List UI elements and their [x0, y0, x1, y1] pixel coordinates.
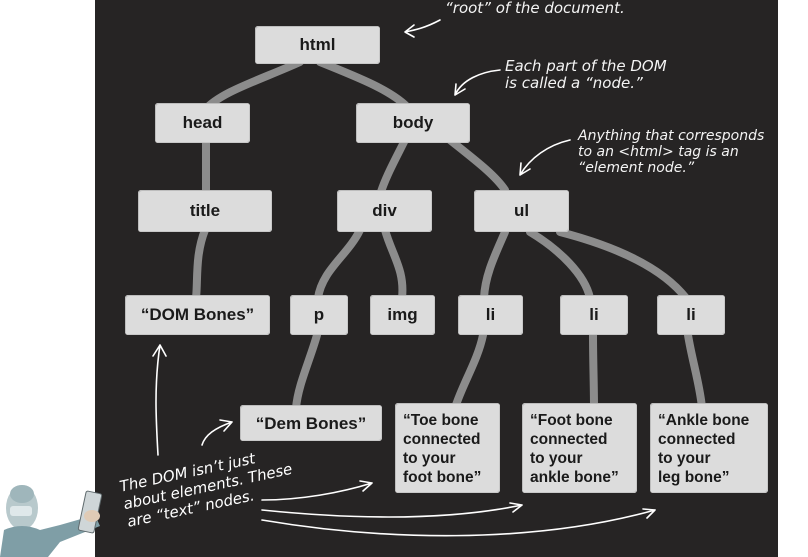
arrow-text-anklebone [261, 508, 656, 537]
node-html: html [255, 26, 380, 64]
edge-ul-li3 [556, 228, 690, 302]
node-ul: ul [474, 190, 569, 232]
node-dom-bones: “DOM Bones” [125, 295, 270, 335]
edge-p-dembones [292, 331, 321, 412]
node-body: body [356, 103, 470, 143]
edge-title-dombones [192, 226, 209, 302]
arrow-text-footbone [261, 502, 523, 518]
arrow-root-note [404, 19, 441, 38]
arrow-text-dembones [201, 419, 233, 446]
note-root: The <html> tag is the “root” of the docu… [445, 0, 625, 17]
node-title: title [138, 190, 272, 232]
arrow-element-note [519, 139, 571, 176]
edge-li1-toebone [451, 331, 487, 412]
arrow-node-note [454, 69, 501, 96]
node-li-1: li [458, 295, 523, 335]
edge-body-div [376, 136, 409, 199]
node-img: img [370, 295, 435, 335]
edge-li2-footbone [589, 331, 598, 412]
node-p: p [290, 295, 348, 335]
nurse-illustration [0, 485, 103, 557]
node-foot-bone-text: “Foot bone connected to your ankle bone” [522, 403, 637, 493]
node-li-2: li [560, 295, 628, 335]
edge-ul-li1 [480, 228, 509, 302]
note-element: Anything that corresponds to an <html> t… [578, 128, 765, 176]
node-div: div [337, 190, 432, 232]
edge-div-img [381, 226, 407, 302]
note-node: Each part of the DOM is called a “node.” [505, 57, 667, 92]
node-ankle-bone-text: “Ankle bone connected to your leg bone” [650, 403, 768, 493]
arrow-text-toebone [261, 480, 373, 501]
edge-ul-li2 [526, 228, 594, 302]
edge-div-p [314, 226, 364, 302]
node-toe-bone-text: “Toe bone connected to your foot bone” [395, 403, 500, 493]
node-li-3: li [657, 295, 725, 335]
node-head: head [155, 103, 250, 143]
node-dem-bones: “Dem Bones” [240, 405, 382, 441]
edge-li3-anklebone [684, 331, 706, 412]
arrow-text-dombones [152, 344, 167, 456]
edge-body-ul [446, 136, 509, 194]
